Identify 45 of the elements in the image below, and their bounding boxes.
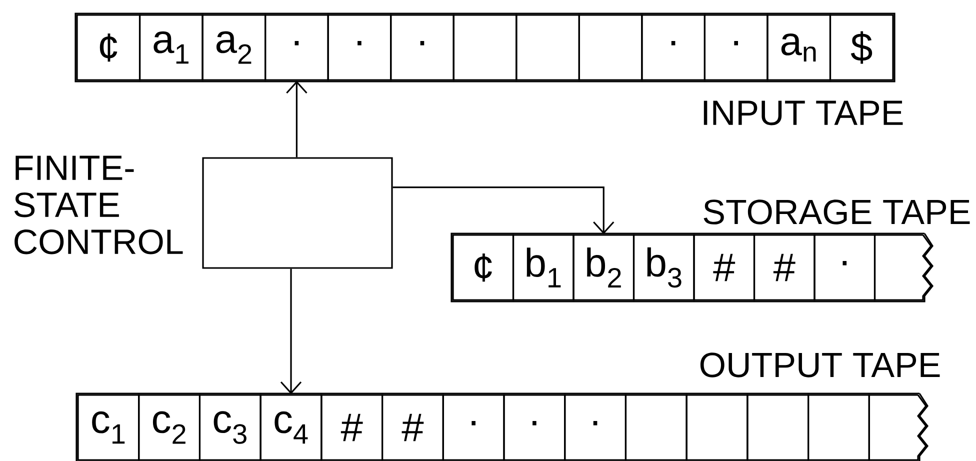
tape-cell <box>686 394 748 461</box>
torn-tape-end <box>874 234 932 301</box>
tape-cell: · <box>814 234 876 301</box>
tape-label: OUTPUT TAPE <box>700 352 940 378</box>
tape-cell: c$_{3}$ <box>198 394 262 461</box>
tape-cell: · <box>390 14 454 81</box>
tape-cell: · <box>564 394 627 461</box>
arrow <box>286 80 308 158</box>
tape-cell: c$_{2}$ <box>138 394 201 461</box>
tape <box>450 200 970 302</box>
tape-cell <box>746 394 810 461</box>
arrow <box>392 186 614 234</box>
tape-cell: c$_{4}$ <box>260 394 322 461</box>
tape-cell: b$_{2}$ <box>572 234 635 301</box>
tape-cell: · <box>641 14 706 81</box>
arrow <box>280 268 302 394</box>
tape-cell: b$_{1}$ <box>512 234 574 301</box>
tape-cell: # <box>320 394 384 461</box>
tape-cell: c$_{1}$ <box>77 394 140 461</box>
tape-cell <box>578 14 643 81</box>
tape <box>74 12 903 126</box>
tape-cell: a$_{2}$ <box>202 14 266 81</box>
torn-tape-end <box>868 394 927 461</box>
tape-cell: a$_{n}$ <box>766 14 832 81</box>
tape-cell: · <box>704 14 768 81</box>
tape-cell <box>808 394 870 461</box>
tape <box>76 352 940 461</box>
tape-cell <box>452 14 518 81</box>
tape-cell: # <box>382 394 444 461</box>
tape-label: INPUT TAPE <box>704 100 903 126</box>
tape-label: STORAGE TAPE <box>704 200 970 224</box>
tape-cell <box>516 14 580 81</box>
control-label: FINITE- STATE CONTROL <box>14 156 183 254</box>
tape-cell: · <box>503 394 566 461</box>
tape-cell: · <box>442 394 505 461</box>
tape-cell: ¢ <box>452 234 514 301</box>
tape-cell: · <box>327 14 392 81</box>
tape-cell: $ <box>829 14 894 81</box>
tape-cell: # <box>693 234 756 301</box>
tape-cell: b$_{3}$ <box>632 234 695 301</box>
tape-cell: · <box>264 14 329 81</box>
tape-cell: # <box>753 234 816 301</box>
tape-cell <box>624 394 688 461</box>
tape-cell: a$_{1}$ <box>138 14 204 81</box>
tape-cell: ¢ <box>76 14 141 81</box>
